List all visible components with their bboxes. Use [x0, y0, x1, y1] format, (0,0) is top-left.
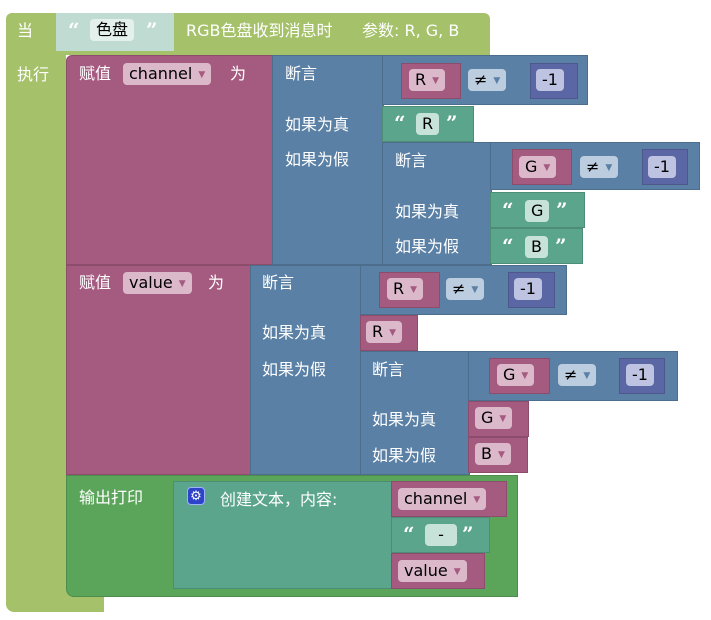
- variable-name: R: [415, 70, 427, 89]
- variable-name: R: [372, 322, 384, 341]
- operator-dropdown[interactable]: ≠▼: [446, 278, 485, 300]
- if-true-label: 如果为真: [262, 323, 327, 342]
- if-true-label: 如果为真: [372, 410, 437, 429]
- variable-dropdown-r[interactable]: R▼: [387, 278, 424, 300]
- dropdown-arrow-icon: ▼: [543, 162, 551, 173]
- variable-dropdown-b[interactable]: B▼: [475, 443, 511, 465]
- operator-dropdown[interactable]: ≠▼: [468, 69, 507, 91]
- do-label: 执行: [17, 65, 50, 84]
- close-quote-icon: ”: [146, 18, 158, 42]
- event-prefix-label: 当: [17, 21, 34, 40]
- number-field[interactable]: -1: [536, 69, 564, 91]
- variable-dropdown-channel[interactable]: channel ▼: [398, 488, 487, 510]
- variable-name: R: [393, 279, 405, 298]
- dropdown-arrow-icon: ▼: [605, 162, 613, 173]
- if-true-label: 如果为真: [395, 202, 460, 221]
- ternary-block[interactable]: [250, 265, 362, 475]
- operator-symbol: ≠: [564, 365, 578, 384]
- dropdown-arrow-icon: ▼: [493, 75, 501, 86]
- text-field[interactable]: R: [416, 113, 440, 135]
- open-quote-icon: “: [502, 198, 514, 222]
- variable-name: channel: [404, 489, 468, 508]
- variable-name: G: [525, 157, 538, 176]
- text-join-block[interactable]: [173, 481, 393, 589]
- nested-ternary-block[interactable]: [360, 351, 470, 475]
- dropdown-arrow-icon: ▼: [521, 370, 529, 381]
- text-field[interactable]: G: [525, 200, 550, 222]
- variable-name: channel: [129, 64, 193, 83]
- if-false-label: 如果为假: [285, 150, 350, 169]
- assign-value-block[interactable]: [66, 265, 252, 475]
- nested-ternary-block[interactable]: [382, 142, 492, 265]
- number-field[interactable]: -1: [648, 156, 676, 178]
- event-params: 参数: R, G, B: [362, 21, 460, 40]
- open-quote-icon: “: [403, 522, 415, 546]
- variable-dropdown-r[interactable]: R▼: [409, 69, 446, 91]
- to-label: 为: [208, 273, 225, 292]
- dropdown-arrow-icon: ▼: [453, 566, 461, 577]
- variable-name: value: [404, 561, 448, 580]
- close-quote-icon: ”: [462, 522, 474, 546]
- open-quote-icon: “: [68, 18, 80, 42]
- dropdown-arrow-icon: ▼: [497, 449, 505, 460]
- variable-dropdown-g[interactable]: G▼: [475, 407, 513, 429]
- if-false-label: 如果为假: [372, 446, 437, 465]
- dropdown-arrow-icon: ▼: [389, 327, 397, 338]
- variable-dropdown-r[interactable]: R▼: [366, 321, 403, 343]
- dropdown-arrow-icon: ▼: [471, 284, 479, 295]
- variable-dropdown-g[interactable]: G▼: [497, 364, 535, 386]
- close-quote-icon: ”: [446, 111, 458, 135]
- assign-label: 赋值: [79, 64, 112, 83]
- ternary-label: 断言: [285, 64, 318, 83]
- if-true-label: 如果为真: [285, 115, 350, 134]
- open-quote-icon: “: [502, 234, 514, 258]
- operator-symbol: ≠: [586, 157, 600, 176]
- ternary-label: 断言: [395, 151, 428, 170]
- text-field[interactable]: B: [525, 236, 548, 258]
- close-quote-icon: ”: [555, 234, 567, 258]
- variable-name: G: [503, 365, 516, 384]
- variable-dropdown-g[interactable]: G▼: [519, 156, 557, 178]
- event-block-spine: [6, 55, 66, 595]
- if-false-label: 如果为假: [262, 360, 327, 379]
- message-name-field[interactable]: 色盘: [90, 19, 135, 41]
- text-field[interactable]: -: [425, 524, 457, 546]
- dropdown-arrow-icon: ▼: [499, 413, 507, 424]
- dropdown-arrow-icon: ▼: [583, 370, 591, 381]
- operator-symbol: ≠: [452, 279, 466, 298]
- dropdown-arrow-icon: ▼: [178, 278, 186, 289]
- close-quote-icon: ”: [556, 198, 568, 222]
- ternary-label: 断言: [262, 273, 295, 292]
- dropdown-arrow-icon: ▼: [198, 69, 206, 80]
- number-field[interactable]: -1: [626, 364, 654, 386]
- operator-symbol: ≠: [474, 70, 488, 89]
- dropdown-arrow-icon: ▼: [432, 75, 440, 86]
- variable-dropdown-value[interactable]: value ▼: [123, 272, 192, 294]
- assign-channel-block[interactable]: [66, 55, 274, 265]
- assign-label: 赋值: [79, 273, 112, 292]
- to-label: 为: [230, 64, 247, 83]
- operator-dropdown[interactable]: ≠▼: [580, 156, 619, 178]
- event-description: RGB色盘收到消息时: [186, 21, 333, 40]
- gear-icon[interactable]: ⚙: [187, 487, 205, 505]
- if-false-label: 如果为假: [395, 237, 460, 256]
- number-field[interactable]: -1: [514, 278, 542, 300]
- variable-dropdown-value[interactable]: value ▼: [398, 560, 467, 582]
- ternary-label: 断言: [372, 360, 405, 379]
- variable-name: G: [481, 408, 494, 427]
- operator-dropdown[interactable]: ≠▼: [558, 364, 597, 386]
- dropdown-arrow-icon: ▼: [473, 494, 481, 505]
- variable-name: value: [129, 273, 173, 292]
- variable-dropdown-channel[interactable]: channel ▼: [123, 63, 212, 85]
- print-label: 输出打印: [79, 488, 144, 507]
- join-label: 创建文本，内容:: [220, 490, 338, 509]
- variable-name: B: [481, 444, 492, 463]
- open-quote-icon: “: [394, 111, 406, 135]
- dropdown-arrow-icon: ▼: [410, 284, 418, 295]
